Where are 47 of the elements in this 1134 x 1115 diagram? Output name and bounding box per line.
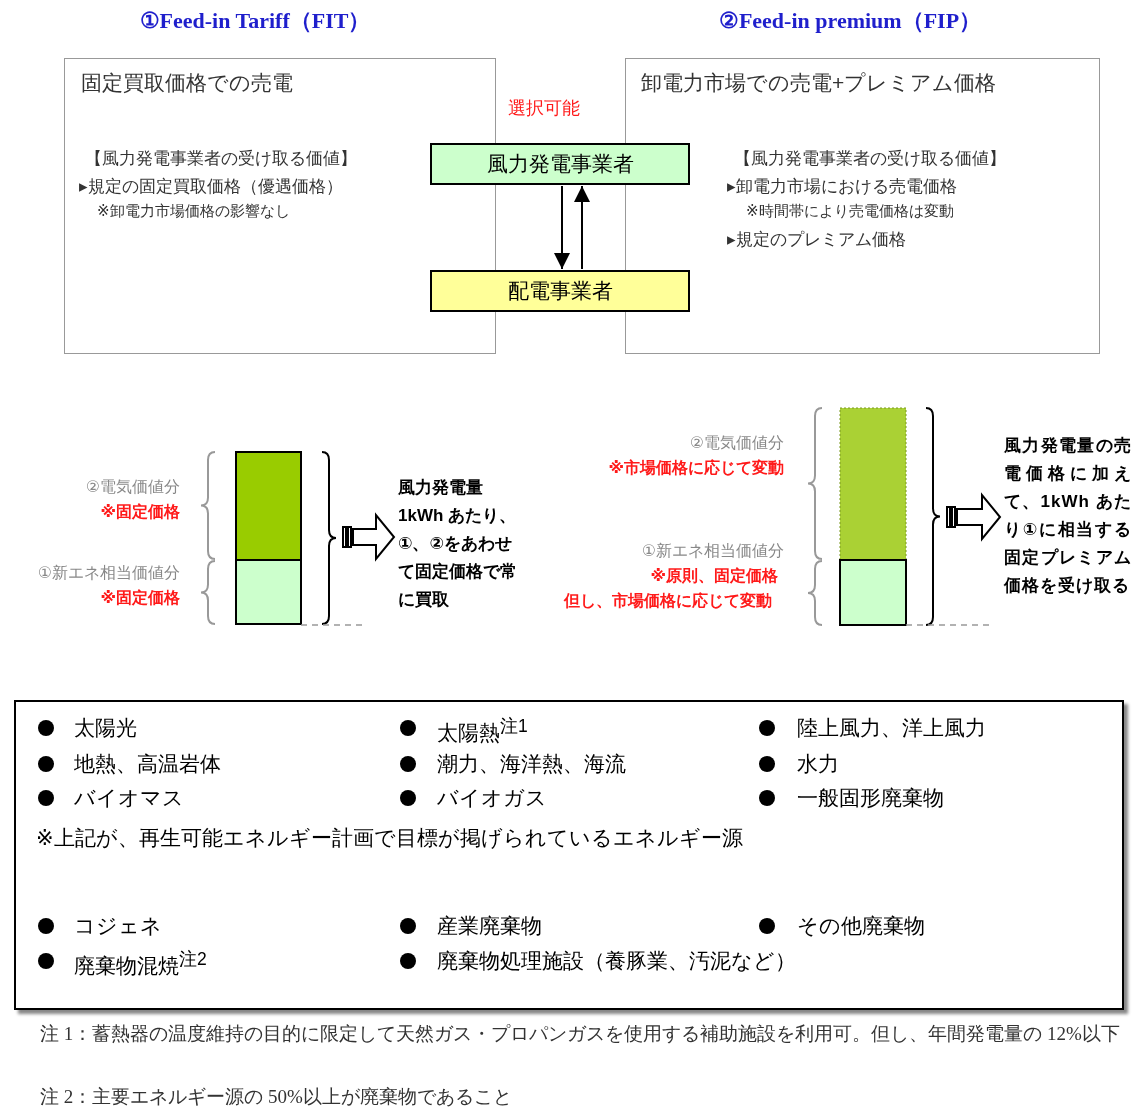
section-title: ②Feed-in premium（FIP） [717,7,983,35]
list-item: 廃棄物混焼$^{注2}$ [74,948,207,979]
price-note: 但し、市場価格に応じて変動 [564,591,772,611]
list-item: 水力 [797,751,839,777]
list-item: バイオマス [74,785,184,811]
body-text: ▸卸電力市場における売電価格 [727,176,957,198]
list-panel [14,700,1124,1010]
price-note: ※原則、固定価格 [650,566,778,586]
body-text: 【風力発電事業者の受け取る価値】 [85,148,357,170]
section-title: ①Feed-in Tariff（FIT） [138,7,372,35]
body-text: ※時間帯により売電価格は変動 [746,202,954,221]
annotation-text: 選択可能 [508,97,580,120]
list-item: 太陽光 [74,715,137,741]
list-item: バイオガス [437,785,547,811]
arrow [554,185,570,270]
price-note: ※固定価格 [100,588,180,608]
body-text: ▸規定のプレミアム価格 [727,229,906,251]
list-item: 産業廃棄物 [437,913,542,939]
list-item: 陸上風力、洋上風力 [797,715,986,741]
list-item: その他廃棄物 [797,913,925,939]
actor-box: 配電事業者 [430,270,690,312]
body-text: ▸規定の固定買取価格（優遇価格） [79,176,343,198]
note-text: ※上記が、再生可能エネルギー計画で目標が掲げられているエネルギー源 [36,825,743,851]
actor-box: 風力発電事業者 [430,143,690,185]
segment-label: ①新エネ相当価値分 [641,541,784,561]
list-item: 潮力、海洋熱、海流 [437,751,626,777]
panel-heading: 固定買取価格での売電 [81,70,293,96]
body-text: ※卸電力市場価格の影響なし [97,202,290,221]
arrow [574,185,590,270]
segment-label: ①新エネ相当価値分 [37,563,180,583]
block-arrow [946,492,1002,542]
description-text: 風力発電量の売電価格に加えて、1kWh あたり①に相当する固定プレミアム価格を受け取る [1004,432,1132,600]
segment-label: ②電気価値分 [85,477,180,497]
price-note: ※市場価格に応じて変動 [608,458,784,478]
footnote-text: 注 1：蓄熱器の温度維持の目的に限定して天然ガス・プロパンガスを使用する補助施設を利用可。但し、年間発電量の 12%以下 [40,1022,1121,1046]
list-item: コジェネ [74,913,162,939]
panel-heading: 卸電力市場での売電+プレミアム価格 [641,70,997,96]
block-arrow [342,512,396,562]
footnote-text: 注 2：主要エネルギー源の 50%以上が廃棄物であること [40,1085,512,1109]
body-text: 【風力発電事業者の受け取る価値】 [734,148,1006,170]
list-item: 一般固形廃棄物 [797,785,944,811]
price-note: ※固定価格 [100,502,180,522]
list-item: 地熱、高温岩体 [74,751,221,777]
segment-label: ②電気価値分 [689,433,784,453]
list-item: 太陽熱$^{注1}$ [437,715,528,746]
list-item: 廃棄物処理施設（養豚業、汚泥など） [437,948,796,974]
description-text: 風力発電量1kWh あたり、①、②をあわせて固定価格で常に買取 [398,474,526,614]
